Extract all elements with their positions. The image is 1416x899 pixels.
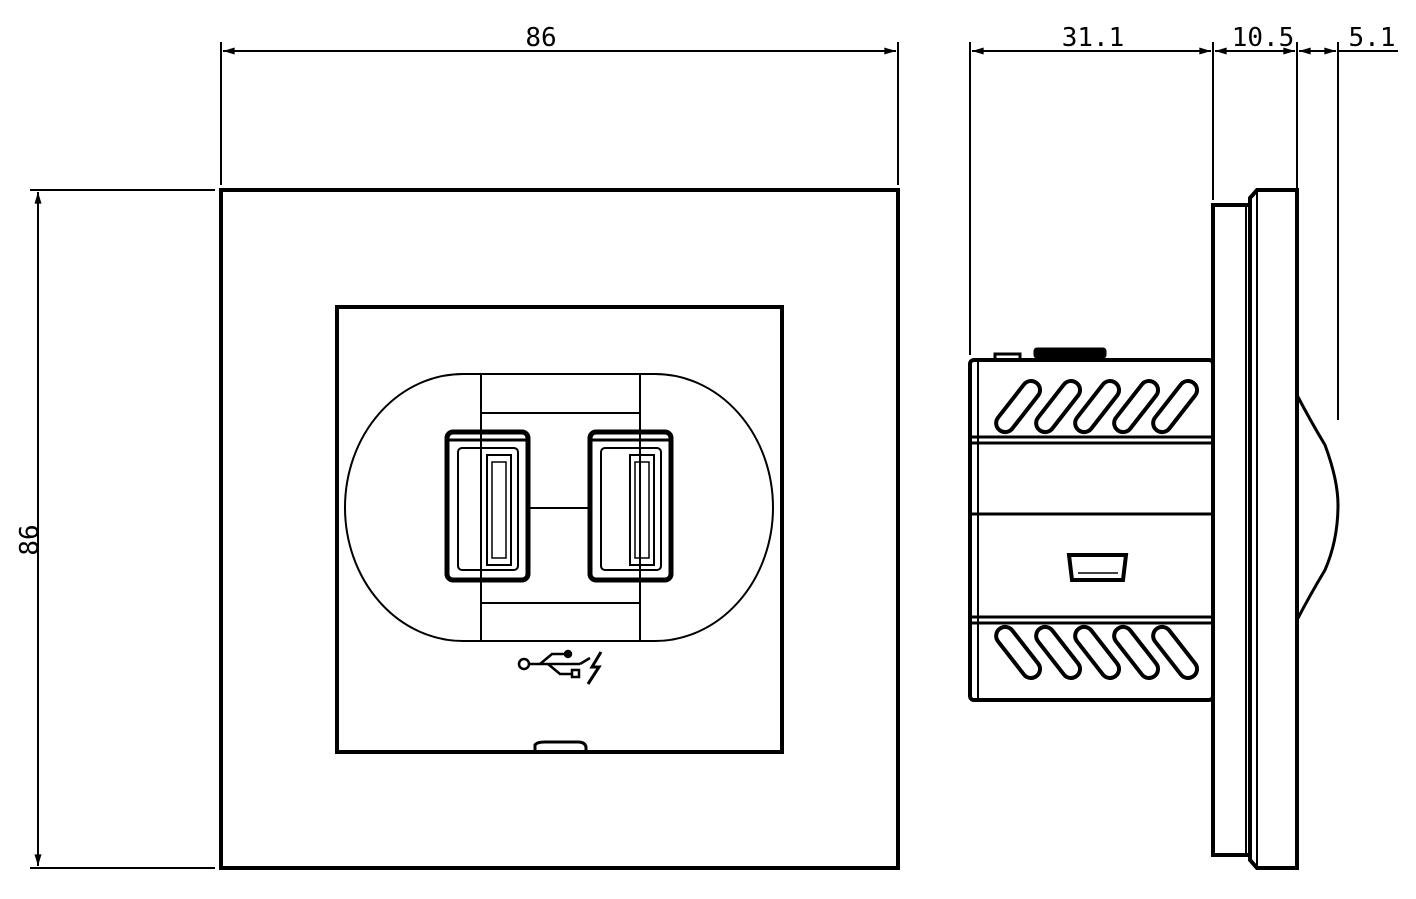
inner-plate — [335, 305, 784, 754]
vent-slots-top — [994, 378, 1200, 435]
usb-charging-icon — [517, 649, 603, 685]
front-height-dimension — [30, 189, 215, 869]
mini-usb-slot — [1066, 553, 1129, 582]
side-view — [968, 188, 1340, 870]
usb-port-left — [444, 429, 531, 583]
front-height-label: 86 — [15, 524, 45, 555]
body-depth-label: 31.1 — [1062, 23, 1125, 53]
mounting-plate — [1211, 203, 1252, 857]
front-width-label: 86 — [525, 23, 556, 53]
oval-insert — [344, 373, 774, 642]
front-view — [219, 188, 900, 870]
side-depth-dimensions — [969, 42, 1398, 420]
cover-bulge — [1295, 394, 1340, 621]
cover-plate — [1248, 188, 1299, 870]
usb-port-right — [587, 429, 674, 583]
plate-depth-label: 10.5 — [1232, 23, 1295, 53]
front-width-dimension — [220, 42, 899, 185]
cover-depth-label: 5.1 — [1349, 23, 1396, 53]
vent-slots-bottom — [994, 624, 1200, 681]
release-tab — [533, 740, 588, 750]
outer-frame — [219, 188, 900, 870]
